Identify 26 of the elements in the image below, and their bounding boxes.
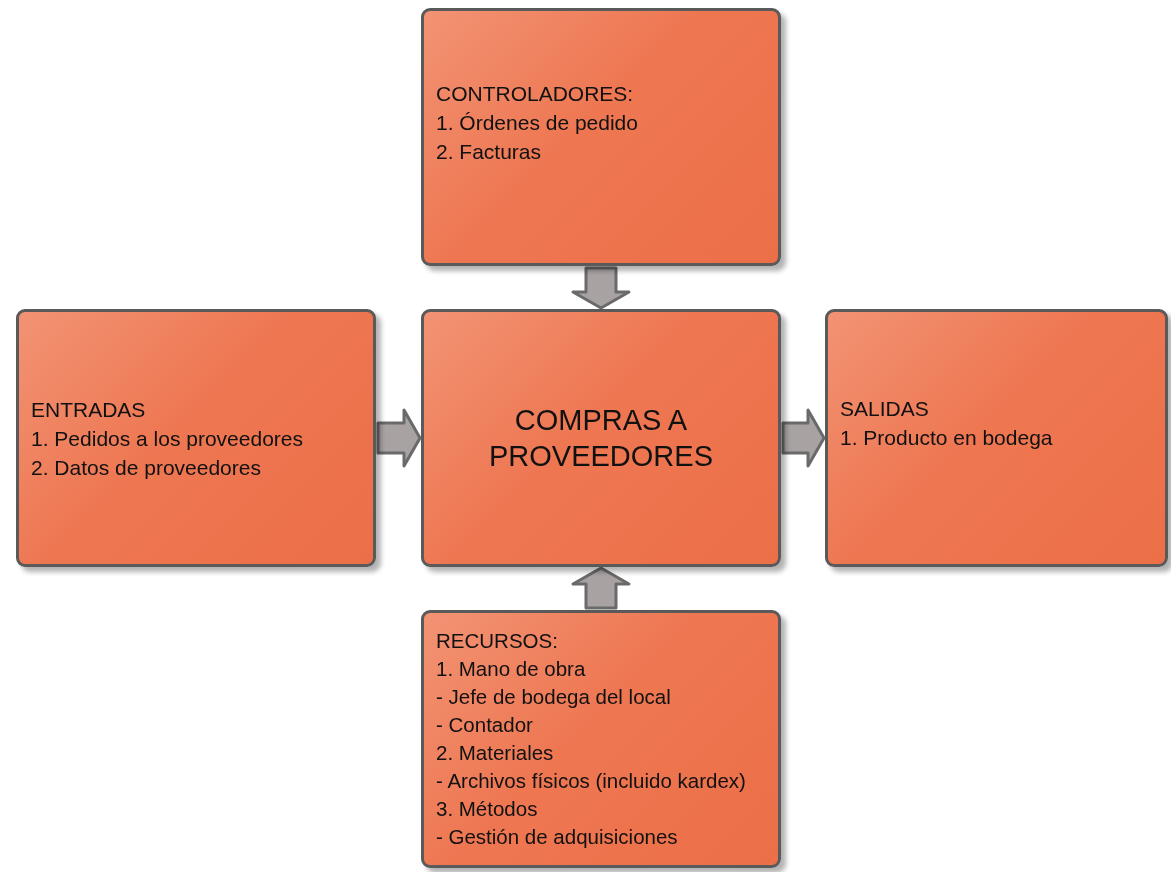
box-text: ENTRADAS <box>31 396 146 423</box>
box-text: CONTROLADORES: <box>436 80 634 107</box>
process-box <box>421 610 781 868</box>
box-text: 2. Facturas <box>436 138 542 165</box>
box-text: 1. Pedidos a los proveedores <box>31 425 303 452</box>
block-arrow <box>781 408 826 468</box>
box-text: 1. Órdenes de pedido <box>436 109 638 136</box>
box-text: 1. Mano de obra <box>436 656 586 682</box>
box-text: SALIDAS <box>840 396 929 422</box>
box-text: - Contador <box>436 712 533 738</box>
box-text: RECURSOS: <box>436 628 558 654</box>
process-box <box>421 8 781 266</box>
process-box <box>421 309 781 567</box>
block-arrow <box>571 566 631 610</box>
box-text: 1. Producto en bodega <box>840 425 1053 451</box>
box-text: - Jefe de bodega del local <box>436 684 671 710</box>
process-box <box>825 309 1168 567</box>
block-arrow <box>571 266 631 310</box>
box-text: 3. Métodos <box>436 796 538 822</box>
box-text: 2. Materiales <box>436 740 554 766</box>
box-text: - Archivos físicos (incluido kardex) <box>436 768 746 794</box>
block-arrow <box>376 408 422 468</box>
process-box <box>16 309 376 567</box>
box-text: COMPRAS A PROVEEDORES <box>488 403 714 474</box>
box-text: - Gestión de adquisiciones <box>436 824 678 850</box>
box-text: 2. Datos de proveedores <box>31 454 261 481</box>
